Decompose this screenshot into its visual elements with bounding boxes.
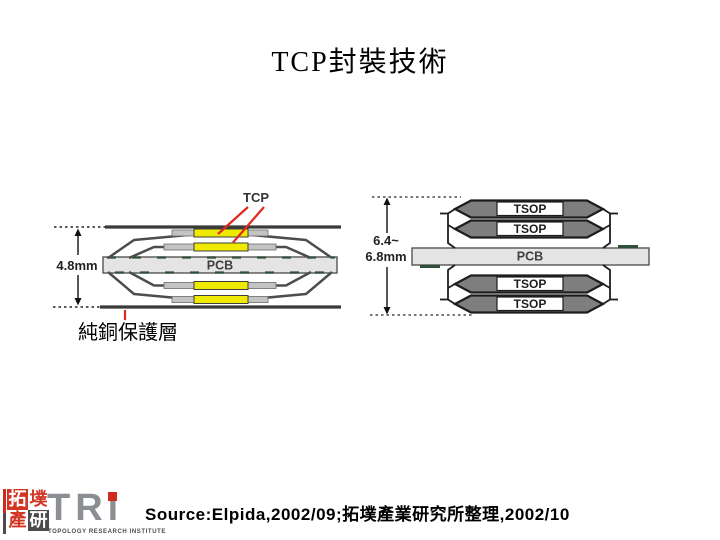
lead-wire <box>107 233 189 260</box>
tcp-leader-line <box>232 206 265 244</box>
dimension-arrowhead-down-icon <box>383 307 391 315</box>
dimension-arrowhead-up-icon <box>383 197 391 205</box>
tsop-label-box <box>496 221 564 237</box>
tsop-label-box <box>496 296 564 312</box>
tri-logo: 拓 墣 產 研 TRi TOPOLOGY RESEARCH INSTITUTE <box>0 486 165 538</box>
dimension-arrowhead-down-icon <box>74 298 82 306</box>
tcp-chip <box>193 242 249 252</box>
lead-pin <box>602 208 611 249</box>
copper-layer-label: 純銅保護層 <box>78 321 178 344</box>
tsop-label: TSOP <box>514 277 547 291</box>
logo-char-tuo: 拓 <box>7 489 28 510</box>
tcp-leader-line <box>217 206 249 235</box>
tcp-label: TCP <box>243 190 269 205</box>
logo-char-pu: 墣 <box>28 489 49 510</box>
logo-brand-text: TRi <box>47 487 124 529</box>
pcb-bar <box>411 247 650 266</box>
tcp-package-drawing: 4.8mm PCB T <box>53 190 341 344</box>
lead-pin <box>602 264 611 305</box>
tsop-package-diagram: 6.4~ 6.8mm PCB <box>358 185 670 325</box>
logo-caption: TOPOLOGY RESEARCH INSTITUTE <box>48 529 166 535</box>
source-text: Source:Elpida,2002/09;拓墣產業研究所整理,2002/10 <box>145 505 570 524</box>
tcp-chip <box>193 228 249 238</box>
tcp-chip <box>193 295 249 304</box>
logo-red-stripe <box>3 489 6 513</box>
tsop-stack: TSOP TSOP TSOP TSOP <box>452 199 606 314</box>
solder-mark <box>420 265 440 268</box>
dimension-label: 4.8mm <box>56 258 97 273</box>
tcp-package-diagram: 4.8mm PCB T <box>52 183 364 348</box>
dimension-label-backing <box>361 233 413 267</box>
lead-pin <box>447 264 456 305</box>
tcp-chip-stack <box>163 228 277 304</box>
tsop-label: TSOP <box>514 297 547 311</box>
tsop-label-box <box>496 276 564 292</box>
tsop-package-drawing: 6.4~ 6.8mm PCB <box>361 196 650 316</box>
lead-pin <box>602 224 611 230</box>
lead-pin <box>602 283 611 289</box>
lead-pin <box>447 283 456 289</box>
lead-wire <box>107 271 189 301</box>
slide-title: TCP封裝技術 <box>271 47 449 78</box>
tcp-chip <box>193 281 249 290</box>
dimension-arrowhead-up-icon <box>74 228 82 236</box>
tsop-label: TSOP <box>514 222 547 236</box>
tsop-leads <box>440 208 618 305</box>
solder-mark <box>618 245 638 248</box>
lead-wire <box>251 233 333 260</box>
lead-pin <box>447 208 456 249</box>
tsop-label: TSOP <box>514 202 547 216</box>
logo-brand-red-dot-icon <box>108 492 117 501</box>
logo-char-chan: 產 <box>7 510 28 531</box>
dimension-label-line2: 6.8mm <box>365 249 406 264</box>
pcb-label: PCB <box>517 250 543 264</box>
pcb-label: PCB <box>207 259 233 273</box>
lead-pin <box>447 224 456 230</box>
dimension-label-backing <box>54 255 100 275</box>
tsop-label-box <box>496 201 564 217</box>
dimension-label-line1: 6.4~ <box>373 233 399 248</box>
logo-dark-stripe <box>3 513 6 534</box>
lead-wire <box>251 271 333 301</box>
logo-char-yan: 研 <box>28 510 49 531</box>
